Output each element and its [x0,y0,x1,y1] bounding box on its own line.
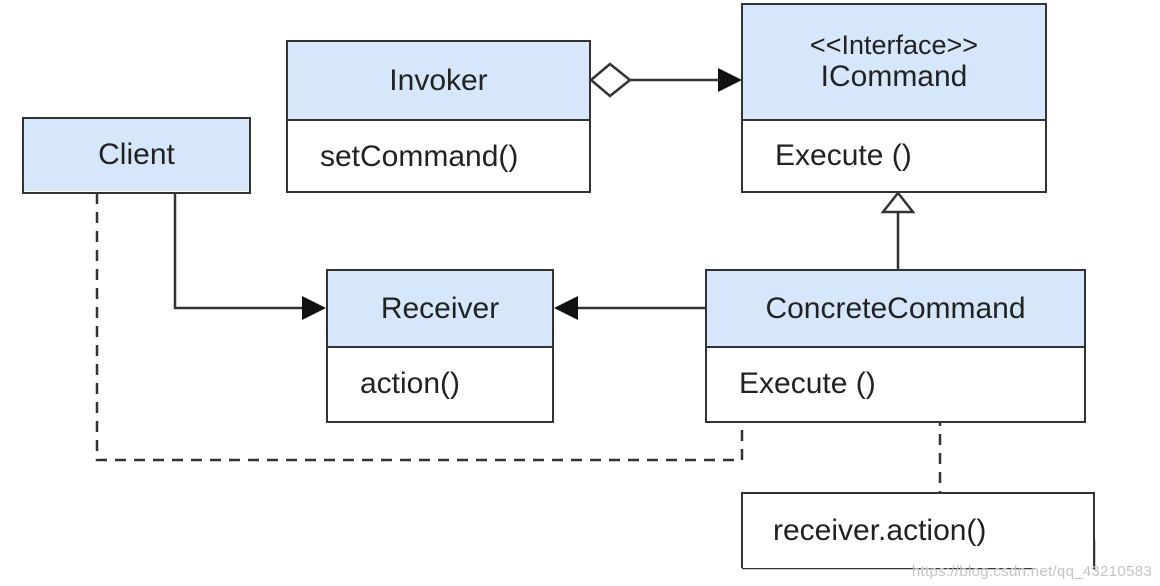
class-icommand-stereotype: <<Interface>> [809,30,979,60]
watermark-url: https://blog.csdn.net/qq_43210583 [911,563,1152,580]
class-receiver-name: Receiver [380,291,500,325]
class-client[interactable]: Client [22,117,251,194]
class-receiver[interactable]: Receiver action() [326,269,554,423]
realization-triangle [880,190,916,214]
client-concrete-dependency [95,193,744,462]
class-concrete-command-methods: Execute () [707,348,1084,420]
class-receiver-header: Receiver [328,271,552,348]
class-client-name: Client [98,138,175,171]
arrowhead-to-icommand [718,68,742,92]
class-icommand-methods: Execute () [743,121,1045,191]
arrowhead-concrete-to-receiver [554,296,578,320]
arrowhead-client-to-receiver [302,296,326,320]
class-receiver-methods: action() [328,348,552,420]
class-icommand-name: ICommand [820,60,968,93]
receiver-method: action() [360,367,461,400]
class-invoker-methods: setCommand() [288,121,589,192]
invoker-method: setCommand() [320,139,519,173]
class-concrete-command[interactable]: ConcreteCommand Execute () [705,269,1086,423]
client-receiver-association [173,193,305,310]
note-receiver-action[interactable]: receiver.action() [741,492,1095,568]
note-text: receiver.action() [773,514,987,547]
aggregation-diamond [589,62,633,98]
class-client-header: Client [24,119,249,191]
class-invoker[interactable]: Invoker setCommand() [286,40,591,193]
concrete-command-method: Execute () [739,367,876,400]
icommand-method: Execute () [775,139,912,172]
class-invoker-header: Invoker [288,42,589,121]
class-concrete-command-header: ConcreteCommand [707,271,1084,348]
class-concrete-command-name: ConcreteCommand [765,291,1026,325]
class-icommand[interactable]: <<Interface>> ICommand Execute () [741,3,1047,193]
class-invoker-name: Invoker [389,63,488,97]
class-icommand-header: <<Interface>> ICommand [743,5,1045,121]
